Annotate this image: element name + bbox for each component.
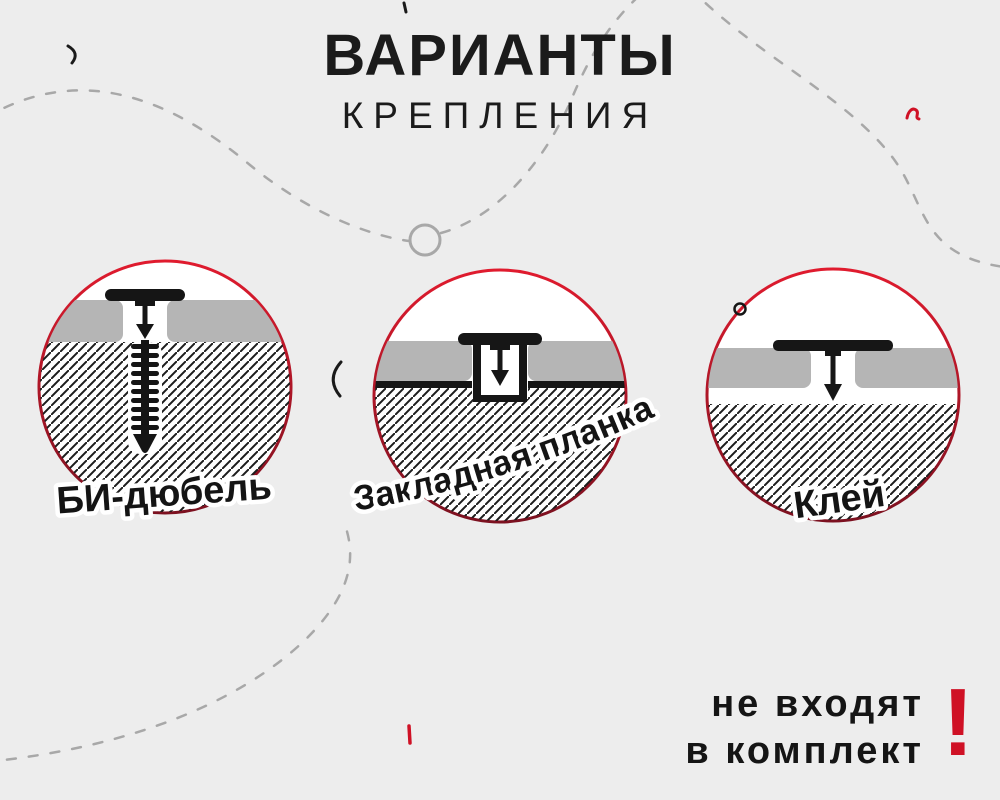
page-title: ВАРИАНТЫ [323, 23, 677, 88]
black-arc-doodle-icon [331, 360, 343, 398]
black-tick-top-left-icon [66, 44, 77, 65]
header: ВАРИАНТЫ КРЕПЛЕНИЯ [0, 23, 1000, 137]
floor-panel-right [855, 348, 958, 388]
bi-dowel-cross-section-icon: БИ-дюбель [37, 259, 293, 527]
page-subtitle: КРЕПЛЕНИЯ [341, 94, 659, 136]
dowel-body [131, 340, 159, 453]
dashed-curve-top-right [700, 0, 1000, 268]
floor-panel-right [167, 300, 290, 342]
dashed-path-group [0, 0, 1000, 762]
small-circle-doodle-icon [733, 302, 747, 316]
black-tick-top-middle-icon [402, 1, 408, 14]
down-arrow-icon [824, 352, 842, 401]
floor-panel-left [708, 348, 811, 388]
floor-panel-right [528, 341, 625, 381]
dashed-curve-bottom-left [0, 526, 352, 762]
red-tick-bottom-icon [407, 724, 412, 745]
dashed-curve-top-left [0, 89, 411, 243]
note-text: не входят в комплект [685, 681, 924, 774]
option-bi-dowel: БИ-дюбель [15, 244, 315, 544]
mounting-strip-cross-section-icon: Закладная планка [346, 268, 664, 524]
not-included-note: не входят в комплект ! [685, 669, 974, 777]
down-arrow-icon [491, 346, 509, 386]
note-line-1: не входят [711, 683, 925, 726]
exclamation-icon: ! [942, 669, 974, 777]
down-arrow-icon [136, 302, 154, 339]
glue-cross-section-icon: Клей [705, 267, 961, 532]
red-squiggle-icon [905, 107, 921, 121]
embedded-channel [473, 345, 527, 402]
option-mounting-strip: Закладная планка [346, 253, 664, 553]
ring-doodle-icon [408, 223, 442, 257]
option-glue: Клей [683, 252, 983, 552]
floor-panel-left [40, 300, 123, 342]
note-line-2: в комплект [685, 729, 925, 772]
floor-panel-left [375, 341, 472, 381]
